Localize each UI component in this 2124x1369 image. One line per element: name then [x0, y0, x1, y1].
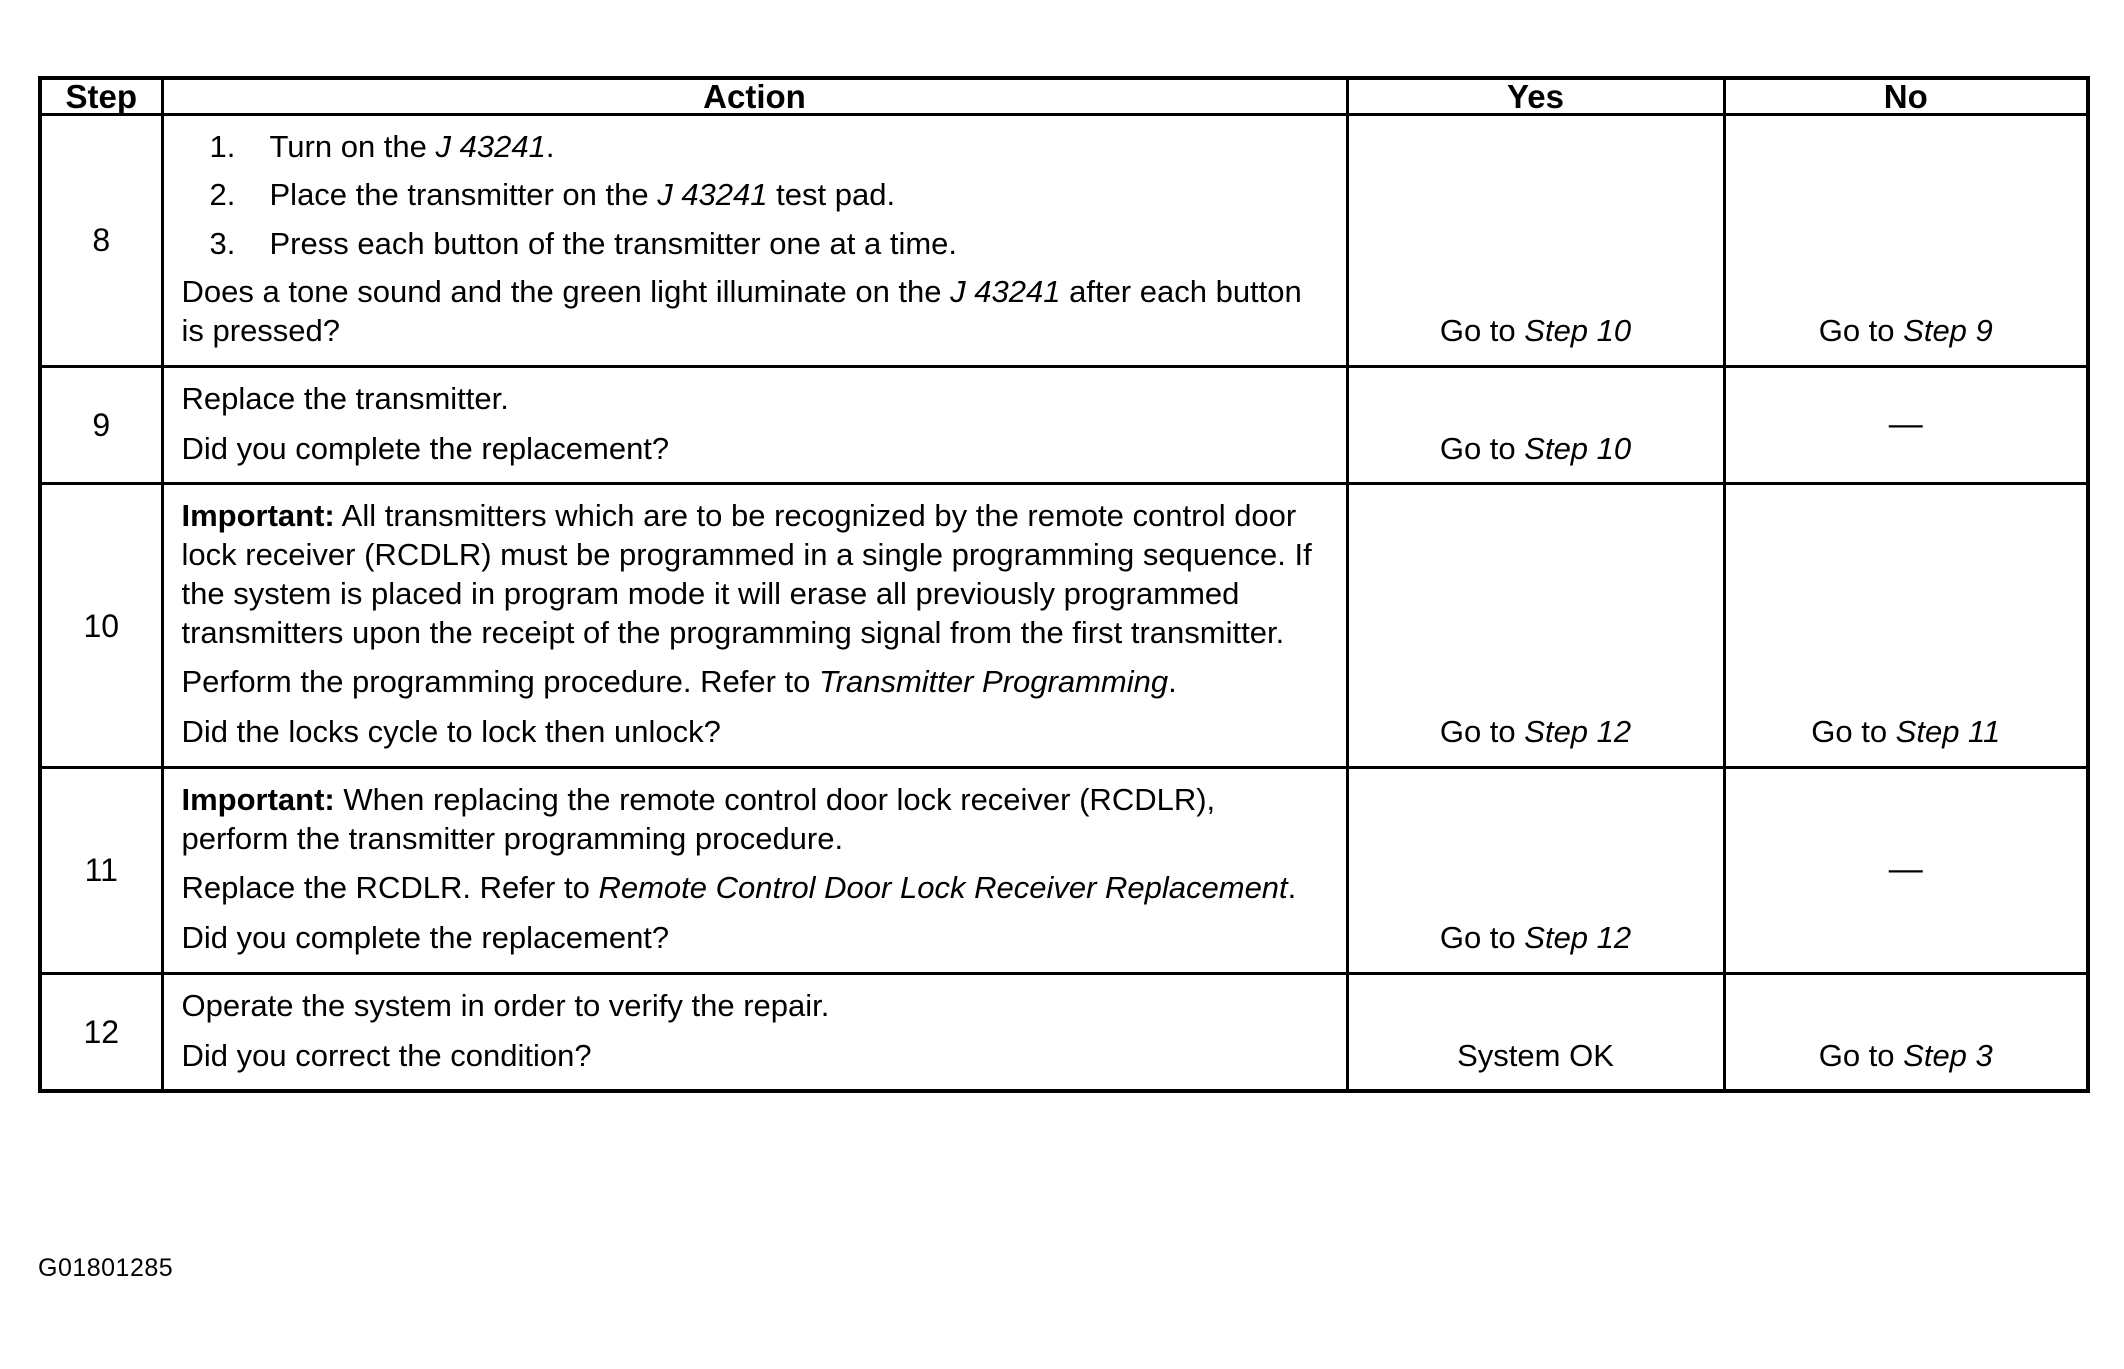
column-header-action: Action — [160, 76, 1349, 116]
action-paragraph: Important: All transmitters which are to… — [181, 498, 1312, 650]
action-list-item-number: 1. — [209, 129, 236, 164]
action-list-item-italic-ref: J 43241 — [657, 177, 768, 213]
action-paragraph: Important: When replacing the remote con… — [181, 781, 1216, 856]
yes-answer-cell-text: System OK — [1457, 1037, 1614, 1073]
yes-answer-cell: Go to Step 12 — [1345, 765, 1726, 975]
action-paragraph: Did you correct the condition? — [181, 1037, 592, 1073]
no-answer-cell-text: Go to Step 11 — [1811, 714, 2001, 750]
yes-answer-cell-text: Go to Step 10 — [1439, 430, 1632, 466]
column-header-step: Step — [38, 76, 164, 116]
action-numbered-list: 1.Turn on the J 43241. 2.Place the transm… — [182, 128, 1330, 263]
yes-answer-cell: Go to Step 10 — [1345, 113, 1726, 368]
table-row: 12 Operate the system in order to verify … — [38, 971, 2090, 1093]
action-list-item: 2.Place the transmitter on the J 43241 t… — [210, 176, 1330, 214]
action-paragraph: Did you complete the replacement? — [181, 920, 670, 956]
step-number-cell: 10 — [38, 482, 164, 769]
action-cell: Important: All transmitters which are to… — [160, 482, 1349, 769]
table-header: Step Action Yes No — [38, 76, 2090, 116]
yes-answer-cell-text: Go to Step 12 — [1439, 920, 1632, 956]
action-cell: Operate the system in order to verify th… — [160, 971, 1349, 1093]
no-answer-cell: — — [1722, 364, 2090, 486]
no-answer-cell-text: Go to Step 3 — [1818, 1037, 1993, 1073]
no-answer-cell-text: — — [1726, 850, 2087, 890]
table-header-row: Step Action Yes No — [38, 76, 2090, 116]
column-header-no: No — [1722, 76, 2090, 116]
no-answer-cell-dash: — — [1888, 405, 1923, 444]
yes-answer-cell-italic-ref: Step 12 — [1524, 714, 1632, 750]
yes-answer-cell-italic-ref: Step 10 — [1524, 313, 1632, 349]
action-paragraph: Did you complete the replacement? — [181, 430, 670, 466]
no-answer-cell: Go to Step 3 — [1722, 971, 2090, 1093]
action-list-item-number: 2. — [209, 177, 236, 213]
no-answer-cell: — — [1722, 765, 2090, 975]
table-body: 8 1.Turn on the J 43241. 2.Place the trans… — [38, 113, 2090, 1093]
no-answer-cell-italic-ref: Step 9 — [1903, 313, 1993, 349]
action-paragraph-italic-ref: Remote Control Door Lock Receiver Replac… — [598, 870, 1288, 906]
no-answer-cell-text: — — [1726, 405, 2087, 445]
action-paragraph-bold-lead: Important: — [181, 498, 335, 534]
table-row: 9 Replace the transmitter. Did you complet… — [38, 364, 2090, 486]
yes-answer-cell-text: Go to Step 12 — [1439, 714, 1632, 750]
yes-answer-cell-italic-ref: Step 12 — [1524, 920, 1632, 956]
column-header-yes: Yes — [1345, 76, 1726, 116]
action-paragraph: Did the locks cycle to lock then unlock? — [181, 714, 721, 750]
action-paragraph: Operate the system in order to verify th… — [181, 987, 830, 1023]
yes-answer-cell: Go to Step 12 — [1345, 482, 1726, 769]
action-paragraph-bold-lead: Important: — [181, 781, 335, 817]
no-answer-cell-dash: — — [1888, 850, 1923, 889]
action-cell: 1.Turn on the J 43241. 2.Place the transm… — [160, 113, 1349, 368]
yes-answer-cell-italic-ref: Step 10 — [1524, 430, 1632, 466]
no-answer-cell-italic-ref: Step 11 — [1895, 714, 2001, 750]
step-number-cell: 12 — [38, 971, 164, 1093]
yes-answer-cell-text: Go to Step 10 — [1439, 313, 1632, 349]
figure-id-label: G01801285 — [38, 1254, 174, 1282]
action-paragraph-italic-ref: J 43241 — [950, 274, 1061, 310]
step-number-cell: 9 — [38, 364, 164, 486]
action-paragraph: Replace the transmitter. — [181, 380, 509, 416]
action-list-item-number: 3. — [209, 225, 236, 261]
action-paragraph: Does a tone sound and the green light il… — [181, 274, 1302, 349]
action-cell: Important: When replacing the remote con… — [160, 765, 1349, 975]
action-paragraph: Perform the programming procedure. Refer… — [181, 664, 1177, 700]
step-number-cell: 11 — [38, 765, 164, 975]
step-number-cell: 8 — [38, 113, 164, 368]
action-paragraph: Replace the RCDLR. Refer to Remote Contr… — [181, 870, 1297, 906]
action-cell: Replace the transmitter. Did you complete… — [160, 364, 1349, 486]
no-answer-cell-text: Go to Step 9 — [1818, 313, 1993, 349]
yes-answer-cell: System OK — [1345, 971, 1726, 1093]
no-answer-cell-italic-ref: Step 3 — [1903, 1037, 1993, 1073]
no-answer-cell: Go to Step 11 — [1722, 482, 2090, 769]
action-paragraph-italic-ref: Transmitter Programming — [819, 664, 1169, 700]
action-list-item: 3.Press each button of the transmitter o… — [210, 225, 1330, 263]
action-list-item-italic-ref: J 43241 — [435, 129, 546, 164]
yes-answer-cell: Go to Step 10 — [1345, 364, 1726, 486]
action-list-item: 1.Turn on the J 43241. — [210, 128, 1330, 166]
table-row: 8 1.Turn on the J 43241. 2.Place the trans… — [38, 113, 2090, 368]
no-answer-cell: Go to Step 9 — [1722, 113, 2090, 368]
